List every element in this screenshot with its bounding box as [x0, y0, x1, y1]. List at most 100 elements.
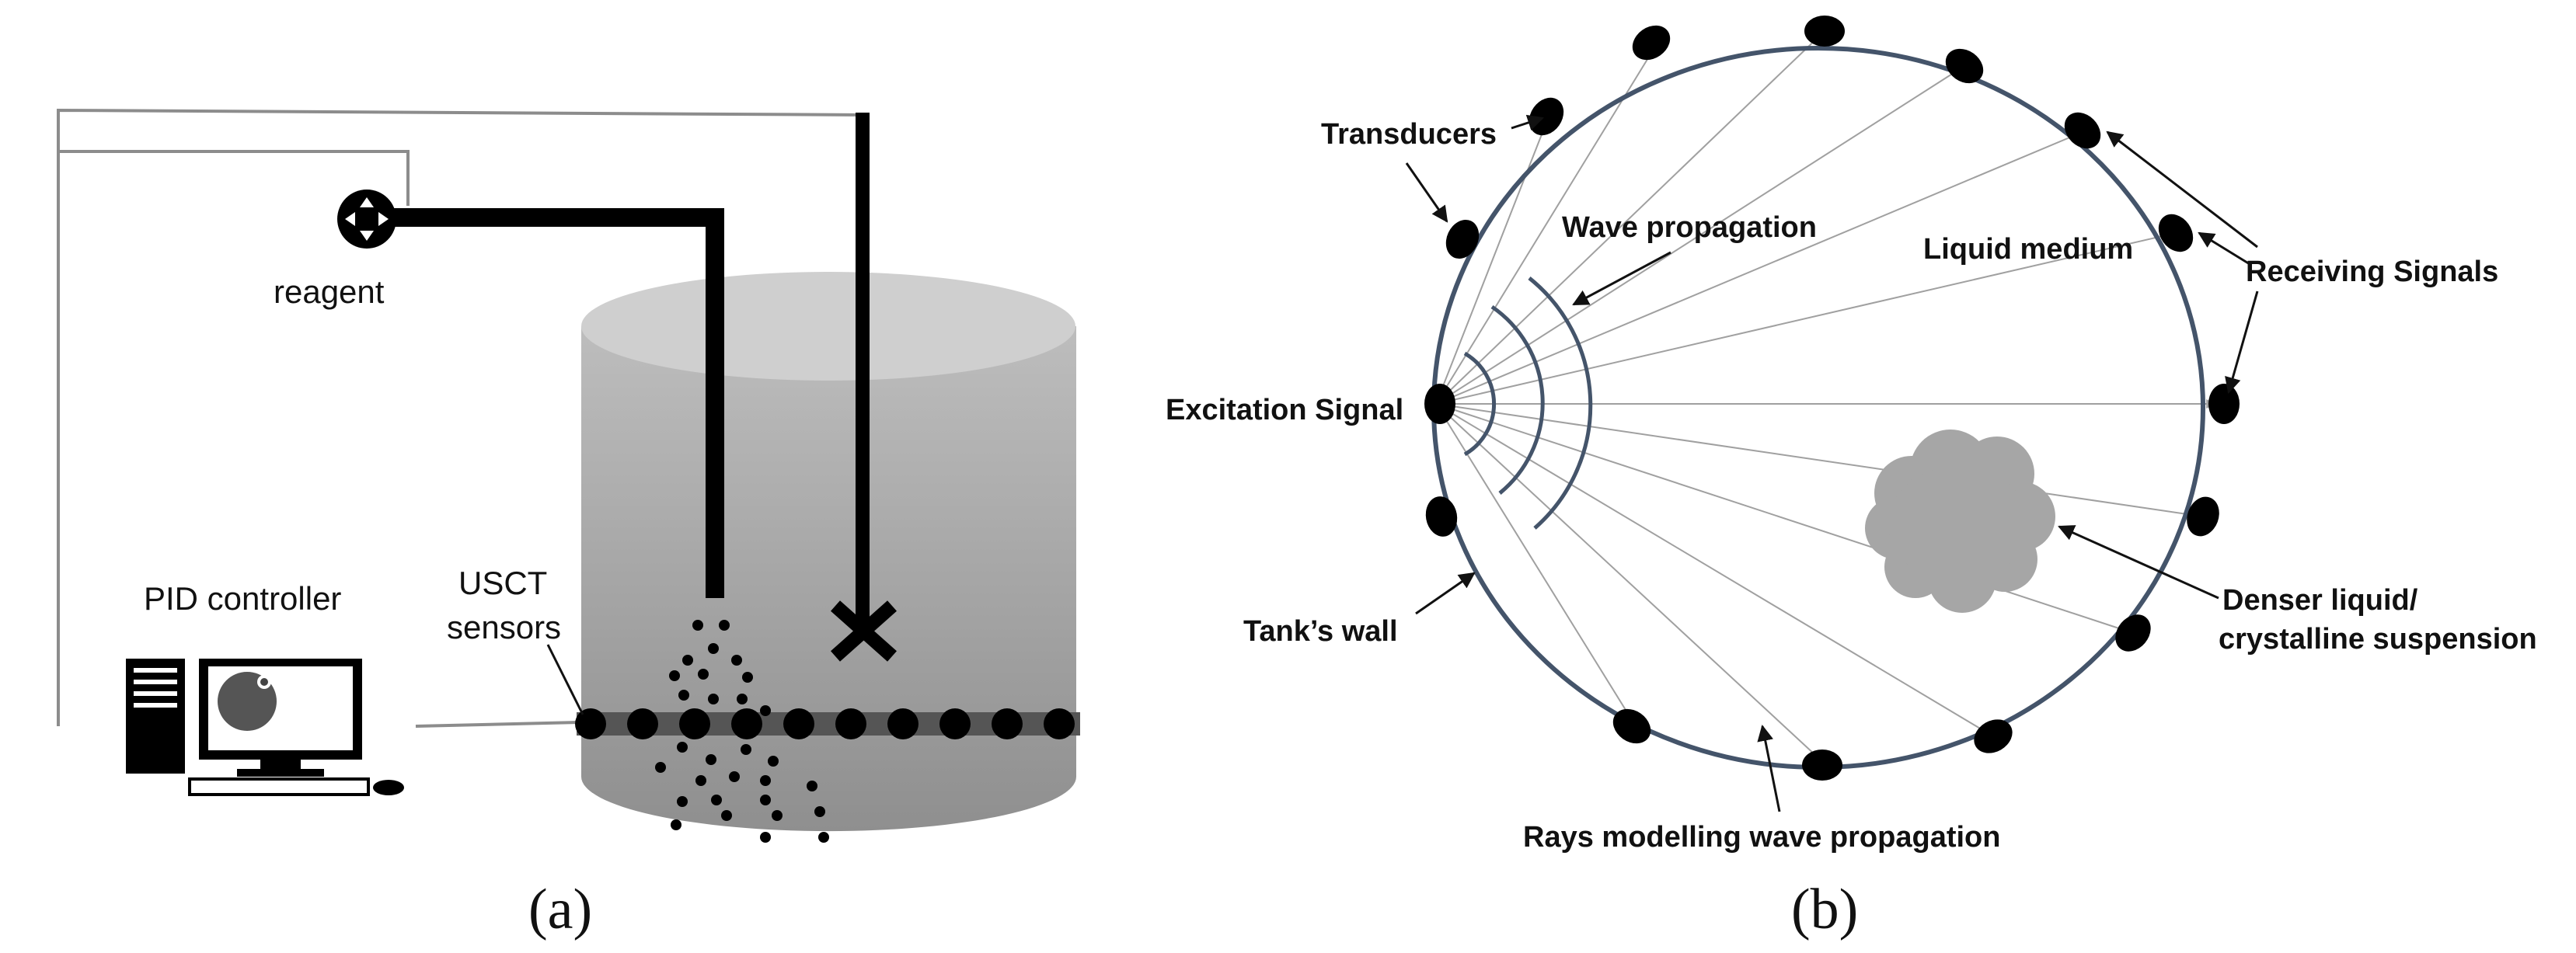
crystal-particle — [677, 742, 688, 753]
reagent-pipe — [381, 208, 724, 598]
usct-sensor-dot — [731, 708, 762, 739]
receiving-signals-label: Receiving Signals — [2246, 256, 2498, 288]
crystal-particle — [692, 620, 703, 631]
transducer-icon — [2064, 112, 2101, 149]
crystal-particle — [729, 771, 740, 782]
ray-line — [1435, 111, 1552, 405]
caption-a: (a) — [528, 878, 592, 941]
usct-sensor-dot — [887, 708, 919, 739]
crystal-particle — [741, 744, 751, 755]
usct-sensor-dot — [783, 708, 814, 739]
transducers-arrow-2 — [1405, 162, 1448, 223]
crystal-particle — [731, 655, 742, 666]
crystal-particle — [669, 670, 680, 681]
usct-sensor-dot — [939, 708, 971, 739]
crystal-particle — [737, 694, 748, 704]
ray-line — [1435, 65, 1966, 405]
usct-pointer — [546, 644, 584, 715]
transducer-icon — [2208, 384, 2240, 424]
crystal-particle — [706, 754, 716, 765]
ray-line — [1435, 403, 1637, 728]
transducer-icon — [1425, 496, 1458, 537]
denser-liquid-cloud — [1865, 430, 2055, 613]
wave-propagation-label: Wave propagation — [1562, 211, 1817, 244]
usct-sensor-dot — [679, 708, 710, 739]
ray-line — [1435, 45, 1656, 405]
transducers — [1424, 16, 2240, 781]
control-wire-inner — [58, 150, 410, 206]
crystal-particle — [760, 795, 771, 805]
crystal-particle — [671, 819, 681, 830]
receiving-arrow-3 — [2225, 290, 2259, 395]
receiving-arrow-1 — [2106, 130, 2258, 249]
usct-sensor-dot — [1044, 708, 1075, 739]
transducer-icon — [1445, 219, 1480, 259]
crystal-particle — [711, 795, 722, 805]
panel-b: Transducers Wave propagation Liquid medi… — [1166, 16, 2537, 941]
ray-line — [1435, 30, 1825, 405]
denser-liquid-arrow — [2058, 525, 2219, 600]
usct-sensor-dot — [992, 708, 1023, 739]
caption-b: (b) — [1791, 878, 1858, 941]
crystal-particle — [682, 655, 693, 666]
ray-line — [1435, 403, 1827, 766]
crystal-particle — [760, 775, 771, 786]
ray-line — [1435, 230, 2177, 405]
transducer-icon — [2187, 496, 2219, 537]
computer-icon — [126, 659, 404, 796]
reagent-valve-icon — [337, 190, 396, 249]
excitation-signal-label: Excitation Signal — [1166, 394, 1403, 426]
tank-wall-circle — [1431, 46, 2205, 770]
crystal-particle — [814, 806, 825, 817]
rays-arrow — [1757, 724, 1781, 812]
wave-fronts — [1463, 277, 1593, 530]
stirrer-blade-icon — [831, 600, 897, 662]
transducer-icon — [1612, 708, 1651, 744]
ray-line — [1435, 130, 2084, 405]
transducer-icon — [1529, 97, 1564, 136]
usct-sensor-belt — [575, 708, 1080, 739]
control-wire-outer — [57, 108, 867, 726]
transducer-icon — [1945, 48, 1984, 84]
ray-line — [1435, 403, 2135, 635]
crystal-particle — [719, 620, 730, 631]
transducer-icon — [1804, 16, 1845, 47]
crystal-particle — [760, 832, 771, 843]
crystal-particle — [708, 694, 719, 704]
panel-a: reagent USCT sensors PID controller — [57, 108, 1080, 941]
crystal-particle — [678, 690, 689, 701]
transducers-arrow-1 — [1511, 114, 1544, 130]
tank-wall-arrow — [1415, 572, 1476, 615]
crystal-particle — [760, 705, 771, 716]
crystal-particle — [807, 781, 817, 791]
crystal-particle — [772, 810, 783, 821]
sensor-wire — [415, 721, 580, 728]
usct-sensor-dot — [575, 708, 606, 739]
usct-sensor-dot — [627, 708, 658, 739]
usct-label-line2: sensors — [447, 609, 561, 645]
usct-sensor-dot — [835, 708, 866, 739]
receiving-arrow-2 — [2198, 231, 2250, 266]
usct-label-line1: USCT — [458, 565, 547, 601]
transducer-icon — [1974, 719, 2013, 753]
crystal-particle — [818, 832, 829, 843]
crystal-particle — [655, 762, 666, 773]
crystal-particles — [655, 620, 829, 843]
liquid-medium-label: Liquid medium — [1923, 233, 2133, 266]
transducer-icon — [2115, 614, 2151, 652]
tank — [581, 272, 1076, 832]
denser-liquid-label-line1: Denser liquid/ — [2222, 584, 2418, 617]
crystal-particle — [742, 672, 753, 683]
reagent-label: reagent — [274, 273, 385, 310]
pid-controller-label: PID controller — [144, 580, 341, 617]
crystal-particle — [698, 669, 709, 680]
denser-liquid-label-line2: crystalline suspension — [2219, 623, 2537, 656]
wave-propagation-arrow — [1572, 251, 1671, 306]
transducer-icon — [1424, 384, 1455, 424]
tank-wall-label: Tank’s wall — [1243, 615, 1398, 648]
transducer-icon — [1802, 750, 1842, 781]
ray-line — [1435, 403, 2205, 520]
transducers-label: Transducers — [1321, 118, 1497, 151]
crystal-particle — [677, 796, 688, 807]
